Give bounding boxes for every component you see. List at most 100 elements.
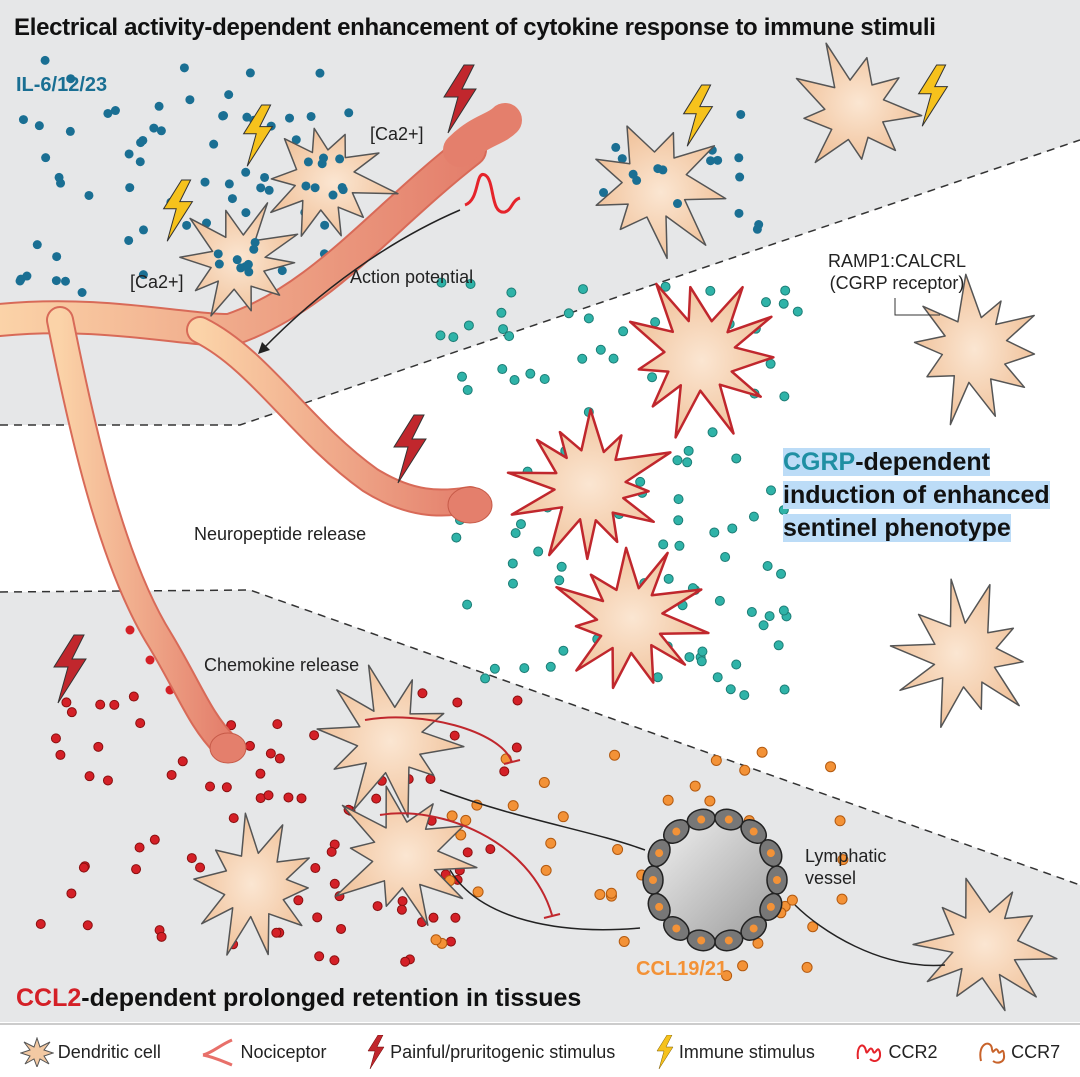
dendritic-cell bbox=[193, 812, 310, 956]
ccl19-dot bbox=[594, 888, 606, 900]
ccl19-dot bbox=[662, 794, 674, 806]
ccl19-dot bbox=[737, 960, 749, 972]
cgrp-dot bbox=[480, 673, 491, 684]
cgrp-dot bbox=[539, 374, 550, 385]
ccl19-dot bbox=[430, 934, 442, 946]
ccl19-dot bbox=[721, 970, 733, 982]
il-cytokine-dot bbox=[617, 154, 627, 164]
cgrp-dot bbox=[504, 331, 515, 342]
ccl2-dot bbox=[263, 790, 274, 801]
ccl2-dot bbox=[195, 862, 206, 873]
ccl2-dot bbox=[449, 730, 460, 741]
page-title: Electrical activity-dependent enhancemen… bbox=[14, 14, 936, 41]
ccl2-dot bbox=[372, 901, 383, 912]
ccr2-icon bbox=[857, 1044, 882, 1062]
cgrp-dot bbox=[650, 317, 661, 328]
cgrp-dot bbox=[509, 375, 520, 386]
il-label: IL-6/12/23 bbox=[16, 74, 108, 96]
ccl19-dot bbox=[609, 749, 621, 761]
il-cytokine-dot bbox=[124, 149, 134, 159]
cgrp-dot bbox=[746, 607, 757, 618]
il-cytokine-dot bbox=[156, 126, 166, 136]
il-cytokine-dot bbox=[77, 287, 87, 297]
dendritic-cell bbox=[595, 125, 727, 260]
immune-stimulus-bolt-icon bbox=[242, 104, 274, 167]
il-cytokine-dot bbox=[315, 68, 325, 78]
il-cytokine-dot bbox=[60, 276, 70, 286]
ccl2-heading: CCL2-dependent prolonged retention in ti… bbox=[16, 984, 581, 1013]
ccl19-dot bbox=[807, 921, 819, 933]
cgrp-dot bbox=[618, 326, 629, 337]
ccl2-dot bbox=[310, 863, 321, 874]
ccl19-dot bbox=[689, 780, 701, 792]
ccl2-dot bbox=[312, 912, 323, 923]
receptor-label-line2: (CGRP receptor) bbox=[829, 273, 965, 293]
ccl2-dot bbox=[445, 936, 456, 947]
immune-stimulus-bolt-icon bbox=[656, 1035, 674, 1069]
dendritic-cell bbox=[795, 42, 923, 164]
ccl2-dot bbox=[314, 951, 325, 962]
ccl2-dot bbox=[78, 862, 89, 873]
legend: Dendritic cell Nociceptor Painful/prurit… bbox=[0, 1030, 1080, 1074]
ccl19-dot bbox=[749, 924, 758, 933]
cgrp-dot bbox=[558, 645, 569, 656]
cgrp-heading-line3: sentinel phenotype bbox=[783, 514, 1011, 542]
il-cytokine-dot bbox=[241, 167, 251, 177]
cgrp-dot bbox=[652, 672, 663, 683]
il-cytokine-dot bbox=[209, 139, 219, 149]
il-cytokine-dot bbox=[200, 177, 210, 187]
il-cytokine-dot bbox=[84, 190, 94, 200]
cgrp-dot bbox=[739, 690, 750, 701]
il-cytokine-dot bbox=[110, 106, 120, 116]
cgrp-dot bbox=[778, 298, 789, 309]
il-cytokine-dot bbox=[125, 183, 135, 193]
ccl19-dot bbox=[446, 810, 458, 822]
cgrp-dot bbox=[707, 427, 718, 438]
cgrp-dot bbox=[714, 595, 725, 606]
cgrp-dot bbox=[451, 532, 462, 543]
immune-stimulus-bolt-icon bbox=[443, 64, 477, 134]
il-cytokine-dot bbox=[32, 240, 42, 250]
il-cytokine-dot bbox=[227, 194, 237, 204]
il-cytokine-dot bbox=[285, 113, 295, 123]
cgrp-dot bbox=[748, 511, 759, 522]
chemokine-release-label: Chemokine release bbox=[204, 655, 360, 675]
il-cytokine-dot bbox=[34, 121, 44, 131]
il-cytokine-dot bbox=[736, 109, 746, 119]
il-cytokine-dot bbox=[264, 185, 274, 195]
cgrp-dot bbox=[663, 573, 674, 584]
nociceptor bbox=[0, 103, 522, 759]
ccl19-dot bbox=[825, 761, 837, 773]
action-potential-label: Action potential bbox=[350, 267, 474, 287]
ccl2-dot bbox=[397, 896, 408, 907]
ccr7-icon bbox=[979, 1042, 1006, 1064]
ccl2-dot bbox=[329, 955, 340, 966]
dendritic-cell bbox=[889, 578, 1024, 728]
cgrp-dot bbox=[792, 306, 803, 317]
ccl2-dot bbox=[177, 756, 188, 767]
il-cytokine-dot bbox=[224, 90, 234, 100]
ccl2-dot bbox=[226, 720, 237, 731]
ccl2-dot bbox=[271, 927, 282, 938]
cgrp-dot bbox=[635, 476, 646, 487]
cgrp-dot bbox=[765, 358, 776, 369]
cgrp-dot bbox=[519, 663, 530, 674]
action-potential-trace bbox=[464, 173, 521, 214]
il-cytokine-dot bbox=[138, 225, 148, 235]
il-cytokine-dot bbox=[182, 220, 192, 230]
cgrp-dot bbox=[758, 620, 769, 631]
ccl2-dot bbox=[93, 741, 104, 752]
il-cytokine-dot bbox=[653, 164, 663, 174]
il-cytokine-dot bbox=[320, 220, 330, 230]
cgrp-dot bbox=[696, 656, 707, 667]
migration-arrows bbox=[439, 789, 946, 967]
il-cytokine-dot bbox=[628, 169, 638, 179]
il-cytokine-dot bbox=[52, 252, 62, 262]
il-cytokine-dot bbox=[599, 188, 609, 198]
cgrp-dot bbox=[764, 611, 775, 622]
cgrp-dot bbox=[507, 578, 518, 589]
cgrp-dot bbox=[463, 320, 474, 331]
ccl19-dot bbox=[605, 887, 617, 899]
il-cytokine-dot bbox=[18, 115, 28, 125]
